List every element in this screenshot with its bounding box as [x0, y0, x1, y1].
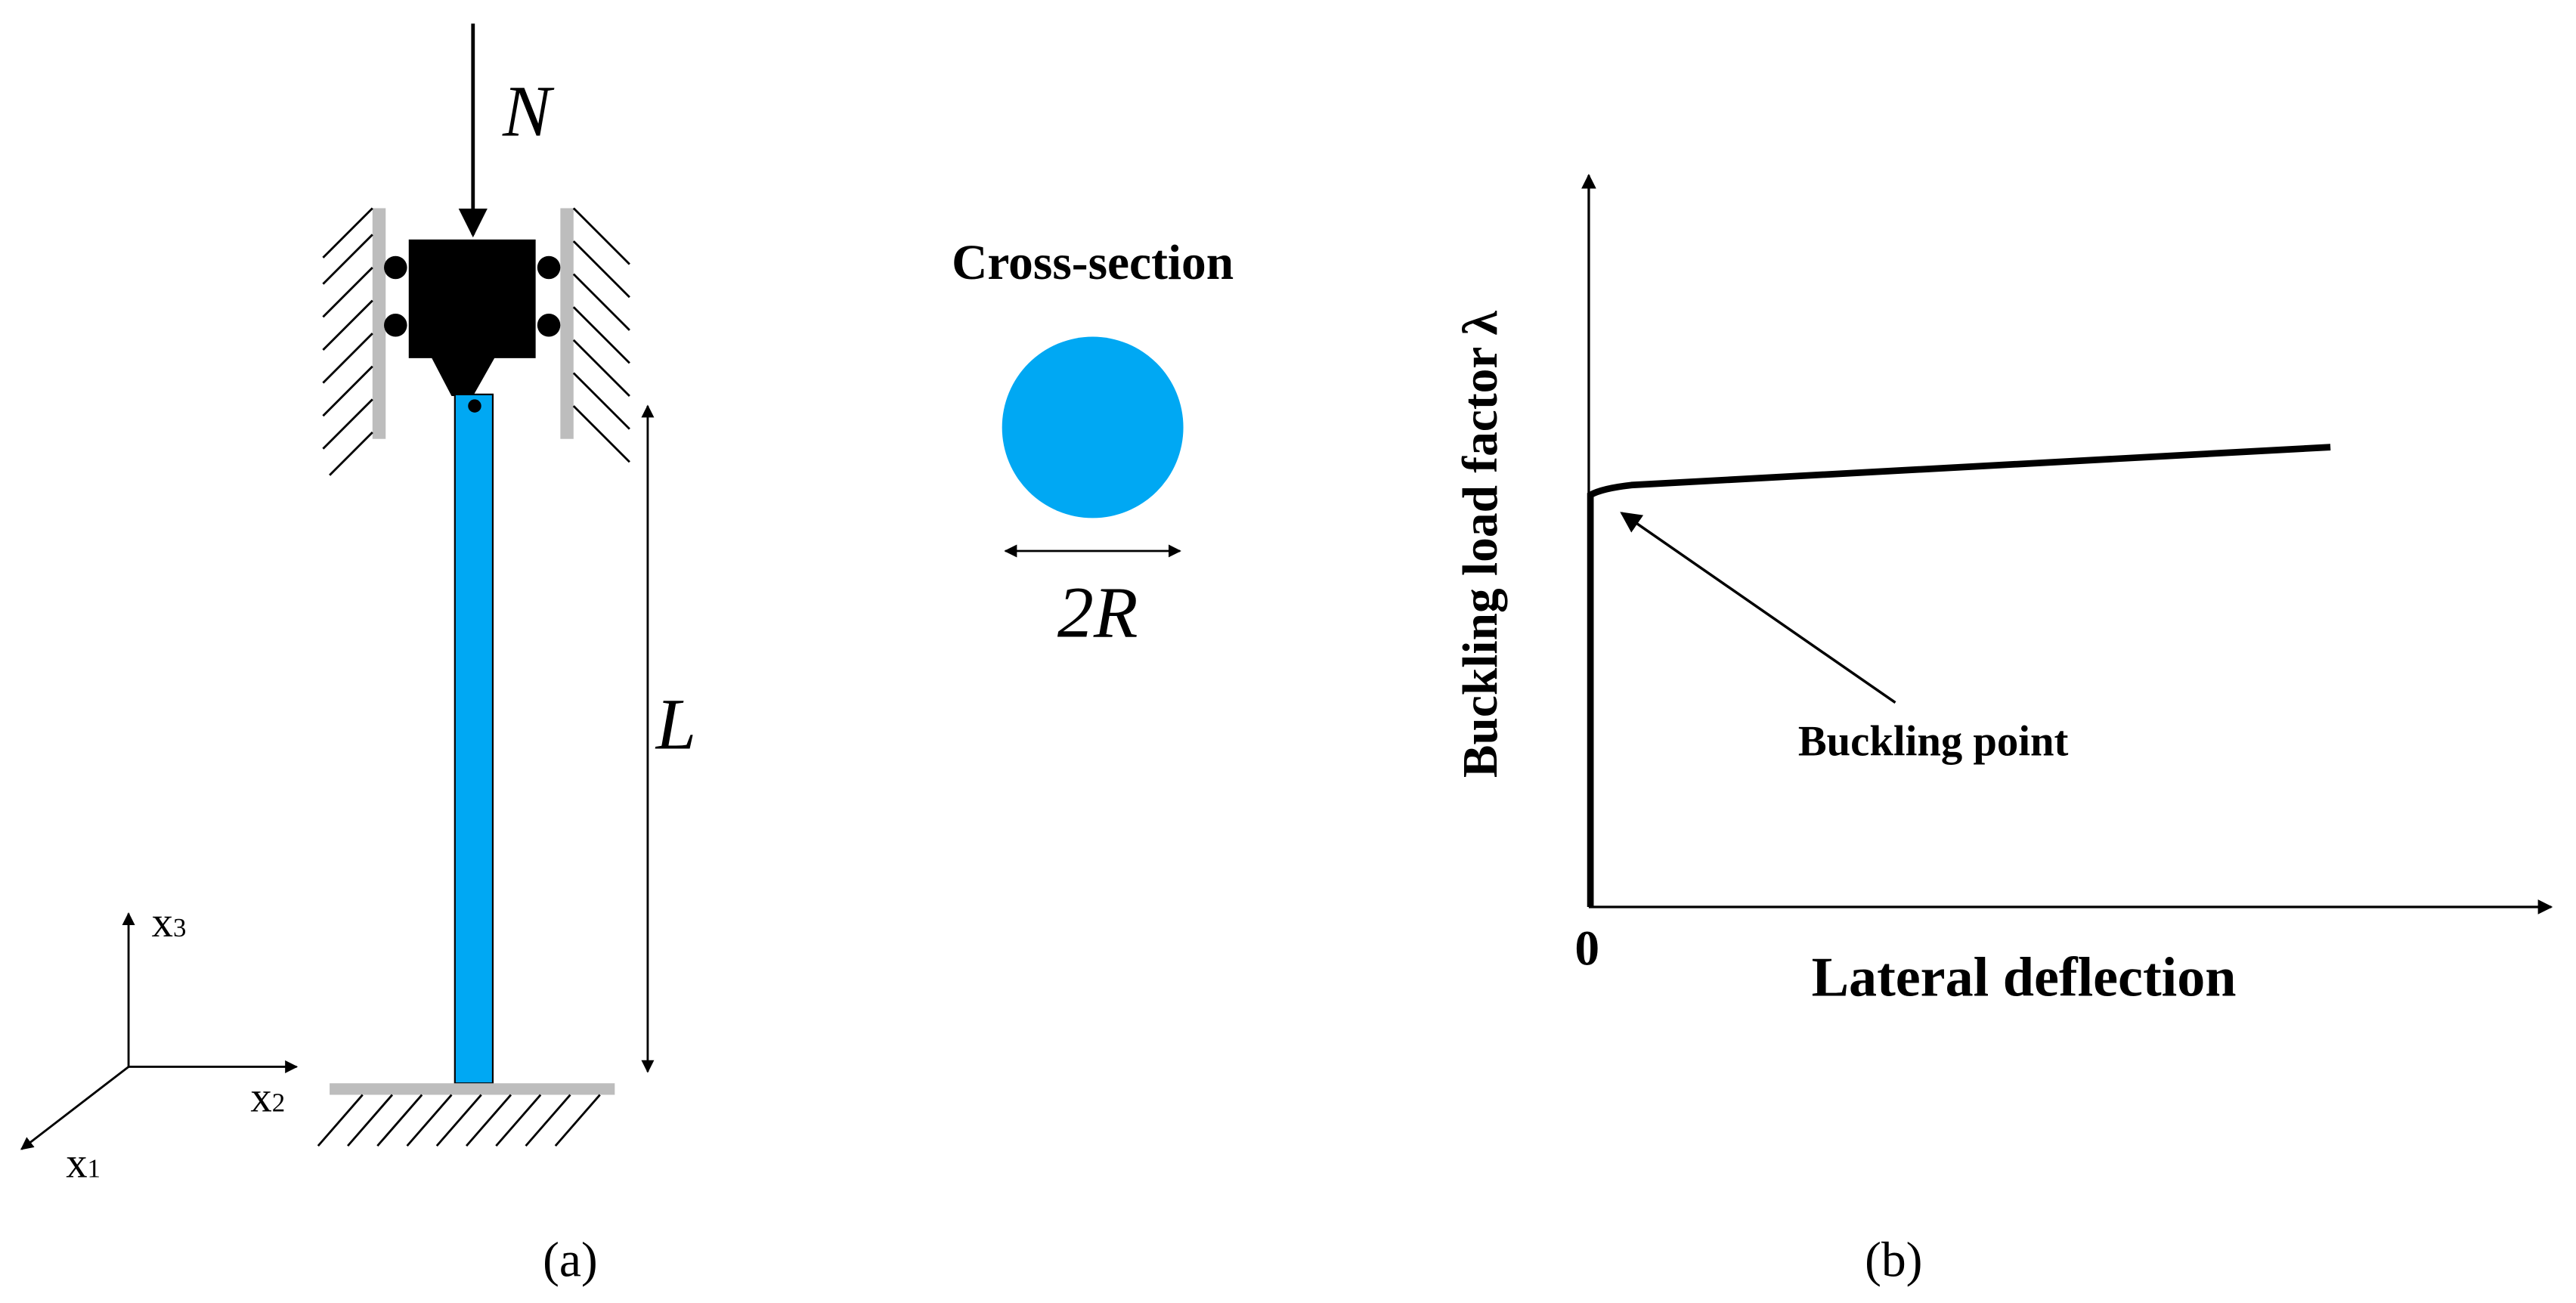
caption-b: (b): [1865, 1233, 1922, 1287]
loading-head-block: [408, 239, 536, 397]
left-wall-support: [322, 207, 386, 476]
x-axis-label: Lateral deflection: [1812, 947, 2237, 1009]
y-axis-label: Buckling load factor λ: [1454, 311, 1508, 778]
length-label: L: [655, 685, 696, 765]
axis-label-x1: x1: [66, 1140, 101, 1187]
load-deflection-curve: [1587, 444, 2331, 907]
cross-section-title: Cross-section: [952, 236, 1234, 290]
axis-label-x3: x3: [152, 899, 187, 946]
panel-a: N: [20, 23, 1234, 1287]
load-label: N: [502, 72, 555, 152]
axis-label-x2: x2: [250, 1073, 285, 1121]
cross-section-circle: [1002, 336, 1184, 518]
roller-bearings: [384, 255, 561, 337]
base-support: [317, 1083, 615, 1147]
caption-a: (a): [543, 1233, 598, 1287]
diameter-label: 2R: [1057, 572, 1138, 652]
panel-b: Buckling load factor λ Lateral deflectio…: [1454, 173, 2553, 1287]
buckling-point-label: Buckling point: [1798, 717, 2069, 765]
column: [454, 393, 494, 1085]
origin-label: 0: [1574, 921, 1599, 976]
top-pin: [468, 399, 481, 413]
buckling-point-arrow: [1620, 512, 1896, 704]
coordinate-axes: x3 x2 x1: [20, 899, 299, 1187]
right-wall-support: [560, 207, 630, 463]
